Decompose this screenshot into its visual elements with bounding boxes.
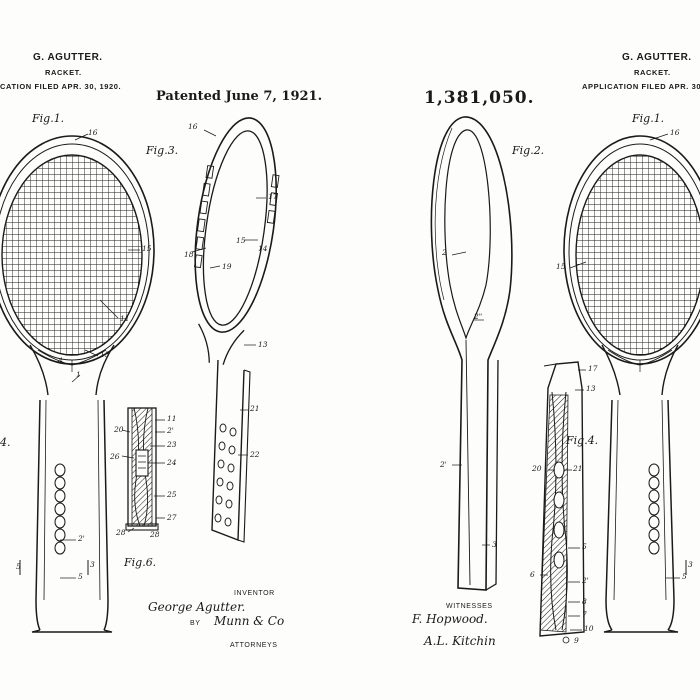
ref-numeral: 11	[167, 414, 177, 423]
ref-numeral: 24	[167, 458, 177, 467]
ref-numeral: 16	[188, 122, 198, 131]
fig6-label: Fig.6.	[124, 556, 157, 569]
ref-numeral: 20	[532, 464, 542, 473]
ref-numeral: 8	[582, 597, 587, 606]
ref-numeral: 3	[492, 540, 497, 549]
ref-numeral: 15	[236, 236, 246, 245]
ref-numeral: 5	[582, 542, 587, 551]
ref-numeral: 10	[584, 624, 594, 633]
fig2-label: Fig.2.	[512, 144, 545, 157]
ref-numeral: 18	[184, 250, 194, 259]
by-label: BY	[190, 620, 201, 627]
ref-numeral: 28	[150, 530, 160, 539]
ref-numeral: 2"	[474, 312, 483, 321]
ref-numeral: 11	[120, 314, 130, 323]
patent-number: 1,381,050.	[424, 88, 535, 108]
ref-numeral: 2'	[440, 460, 447, 469]
ref-numeral: 17	[588, 364, 598, 373]
fig6-section-drawing	[121, 407, 165, 533]
ref-numeral: 17	[268, 192, 278, 201]
fig4-right-label: Fig.4.	[566, 434, 599, 447]
left-header-name: G. AGUTTER.	[33, 52, 103, 63]
fig4-left-label: 4.	[0, 436, 11, 449]
ref-numeral: 21	[250, 404, 260, 413]
fig3-label: Fig.3.	[146, 144, 179, 157]
inventor-label: INVENTOR	[234, 590, 275, 597]
fig4-section-drawing	[539, 361, 586, 644]
left-racket-drawing	[0, 133, 155, 633]
ref-numeral: 26	[110, 452, 120, 461]
ref-numeral: 20	[114, 425, 124, 434]
inventor-signature: George Agutter.	[148, 600, 246, 614]
ref-numeral: 14	[258, 244, 268, 253]
ref-numeral: 2	[442, 248, 447, 257]
ref-numeral: 28	[116, 528, 126, 537]
fig3-frame-drawing	[191, 117, 280, 543]
ref-numeral: 19	[222, 262, 232, 271]
witness-signature-1: F. Hopwood.	[412, 612, 488, 626]
ref-numeral: 2'	[167, 426, 174, 435]
ref-numeral: 15	[556, 262, 566, 271]
ref-numeral: 15	[142, 244, 152, 253]
ref-numeral: 5	[16, 562, 21, 571]
attorney-signature: Munn & Co	[214, 614, 285, 628]
ref-numeral: 9	[574, 636, 579, 645]
right-racket-drawing	[563, 133, 700, 633]
left-header-title: RACKET.	[45, 68, 82, 77]
right-header-title: RACKET.	[634, 68, 671, 77]
witness-signature-2: A.L. Kitchin	[424, 634, 496, 648]
ref-numeral: 13	[100, 350, 110, 359]
ref-numeral: 3	[688, 560, 693, 569]
right-header-name: G. AGUTTER.	[622, 52, 692, 63]
witnesses-label: WITNESSES	[446, 603, 493, 610]
ref-numeral: 2'	[78, 534, 85, 543]
fig1-left-label: Fig.1.	[32, 112, 65, 125]
ref-numeral: 22	[250, 450, 260, 459]
ref-numeral: 3	[90, 560, 95, 569]
ref-numeral: 27	[167, 513, 177, 522]
ref-numeral: 1	[76, 370, 81, 379]
ref-numeral: 2'	[582, 576, 589, 585]
ref-numeral: 5	[78, 572, 83, 581]
ref-numeral: 16	[670, 128, 680, 137]
fig1-right-label: Fig.1.	[632, 112, 665, 125]
ref-numeral: 21	[573, 464, 583, 473]
ref-numeral: 4	[58, 356, 63, 365]
ref-numeral: 13	[258, 340, 268, 349]
left-header-filed: CATION FILED APR. 30, 1920.	[0, 82, 122, 91]
ref-numeral: 6	[530, 570, 535, 579]
ref-numeral: 25	[167, 490, 177, 499]
ref-numeral: 5	[682, 572, 687, 581]
attorneys-label: ATTORNEYS	[230, 642, 278, 649]
ref-numeral: 7	[582, 610, 587, 619]
patented-date: Patented June 7, 1921.	[156, 89, 323, 104]
right-header-filed: APPLICATION FILED APR. 30,	[582, 82, 700, 91]
ref-numeral: 13	[586, 384, 596, 393]
ref-numeral: 23	[167, 440, 177, 449]
ref-numeral: 16	[88, 128, 98, 137]
fig2-frame-drawing	[430, 116, 513, 591]
